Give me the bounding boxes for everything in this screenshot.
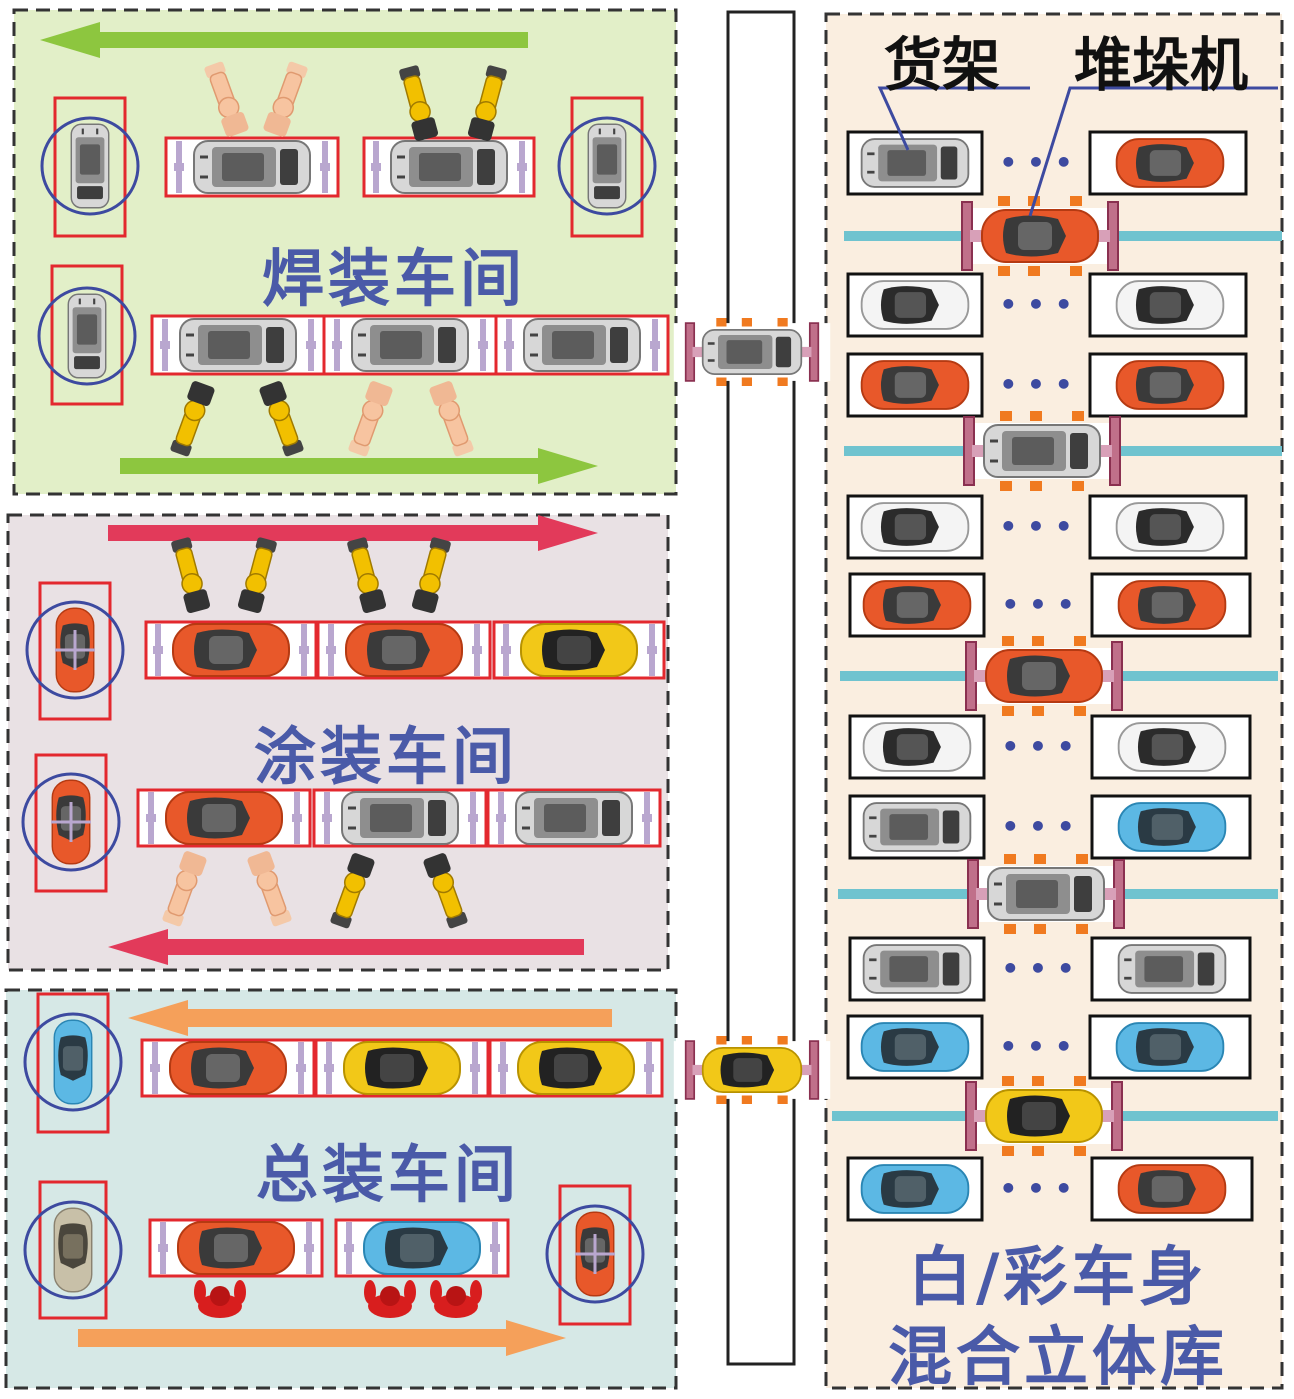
turntable-icon — [21, 753, 121, 893]
svg-text:• • •: • • • — [999, 510, 1072, 543]
stacker-crane-icon — [963, 410, 1121, 492]
svg-text:• • •: • • • — [999, 1172, 1072, 1205]
station — [492, 620, 666, 680]
assembly-flow-arrows — [78, 1000, 612, 1356]
shelf-slot — [1090, 936, 1252, 1002]
shelf-column-right — [1088, 130, 1254, 1222]
station — [164, 136, 340, 198]
turntable-icon — [40, 96, 140, 238]
shelf-column-left — [846, 130, 986, 1222]
svg-text:• • •: • • • — [1001, 588, 1074, 621]
shelf-slot — [1090, 714, 1252, 780]
station — [488, 1038, 664, 1098]
flow-arrow-icon — [108, 929, 168, 965]
svg-text:• • •: • • • — [1001, 730, 1074, 763]
station — [486, 788, 662, 848]
shelf-slot — [1090, 794, 1252, 860]
shelf-slot — [1088, 352, 1248, 418]
assembly-zone-label: 总装车间 — [256, 1138, 521, 1211]
station — [316, 620, 492, 680]
turntable-icon — [557, 96, 657, 238]
flow-arrow-icon — [506, 1320, 566, 1356]
painting-zone — [6, 513, 670, 972]
painting-flow-arrows — [108, 515, 598, 965]
welding-zone-label: 焊装车间 — [262, 242, 527, 315]
station — [314, 1038, 490, 1098]
station — [362, 136, 536, 198]
shelf-slot — [848, 572, 986, 638]
stacker-crane-icon — [967, 853, 1125, 935]
central-aisle — [726, 10, 796, 1366]
station — [140, 1038, 316, 1098]
shelf-slot — [846, 1156, 984, 1222]
painting-zone-label: 涂装车间 — [254, 720, 519, 793]
stacker-crane-icon — [965, 635, 1123, 717]
stacker-crane-icon — [673, 1035, 831, 1105]
stacker-label: 堆垛机 — [1074, 31, 1249, 99]
shelf-slot — [846, 272, 984, 338]
svg-text:• • •: • • • — [999, 146, 1072, 179]
turntable-icon — [23, 1180, 123, 1320]
flow-arrow-icon — [128, 1000, 188, 1036]
svg-text:• • •: • • • — [1001, 810, 1074, 843]
station — [312, 788, 488, 848]
shelf-slot — [848, 714, 986, 780]
warehouse-label-line1: 白/彩车身 — [908, 1240, 1208, 1315]
station — [148, 1218, 324, 1278]
svg-text:• • •: • • • — [1001, 952, 1074, 985]
welding-zone — [12, 8, 678, 496]
turntable-icon — [23, 992, 123, 1134]
flow-arrow-icon — [538, 515, 598, 551]
stacker-crane-icon — [965, 1075, 1123, 1157]
station — [144, 620, 318, 680]
shelf-slot — [1088, 130, 1248, 196]
shelf-label: 货架 — [884, 31, 1001, 99]
shelf-ellipsis: • • • • • • • • • • • • • • • • • • • • … — [999, 146, 1074, 1205]
shelf-slot — [1090, 572, 1252, 638]
shelf-slot — [846, 1014, 984, 1080]
svg-text:• • •: • • • — [999, 1030, 1072, 1063]
shelf-slot — [846, 494, 984, 560]
station — [494, 314, 670, 376]
svg-text:• • •: • • • — [999, 288, 1072, 321]
flow-arrow-icon — [538, 448, 598, 484]
station — [334, 1218, 510, 1278]
welding-flow-arrows — [40, 22, 598, 484]
station — [322, 314, 498, 376]
shelf-slot — [848, 936, 986, 1002]
turntable-icon — [545, 1184, 645, 1326]
station — [150, 314, 326, 376]
shelf-callout-line — [877, 86, 1030, 151]
flow-arrow-icon — [40, 22, 100, 58]
turntable-icon — [37, 264, 137, 406]
shelf-slot — [1088, 272, 1248, 338]
svg-text:• • •: • • • — [999, 368, 1072, 401]
shelf-slot — [1090, 1156, 1254, 1222]
warehouse-label-line2: 混合立体库 — [888, 1320, 1228, 1395]
shelf-slot — [1088, 1014, 1252, 1080]
station — [136, 788, 312, 848]
shelf-slot — [1088, 494, 1248, 560]
shelf-slot — [846, 130, 984, 196]
shelf-slot — [848, 794, 986, 860]
stacker-crane-icon — [961, 195, 1119, 277]
shelf-slot — [846, 352, 984, 418]
turntable-icon — [25, 581, 125, 721]
stacker-crane-icon — [673, 317, 831, 387]
stacker-callout-line — [1028, 86, 1278, 217]
